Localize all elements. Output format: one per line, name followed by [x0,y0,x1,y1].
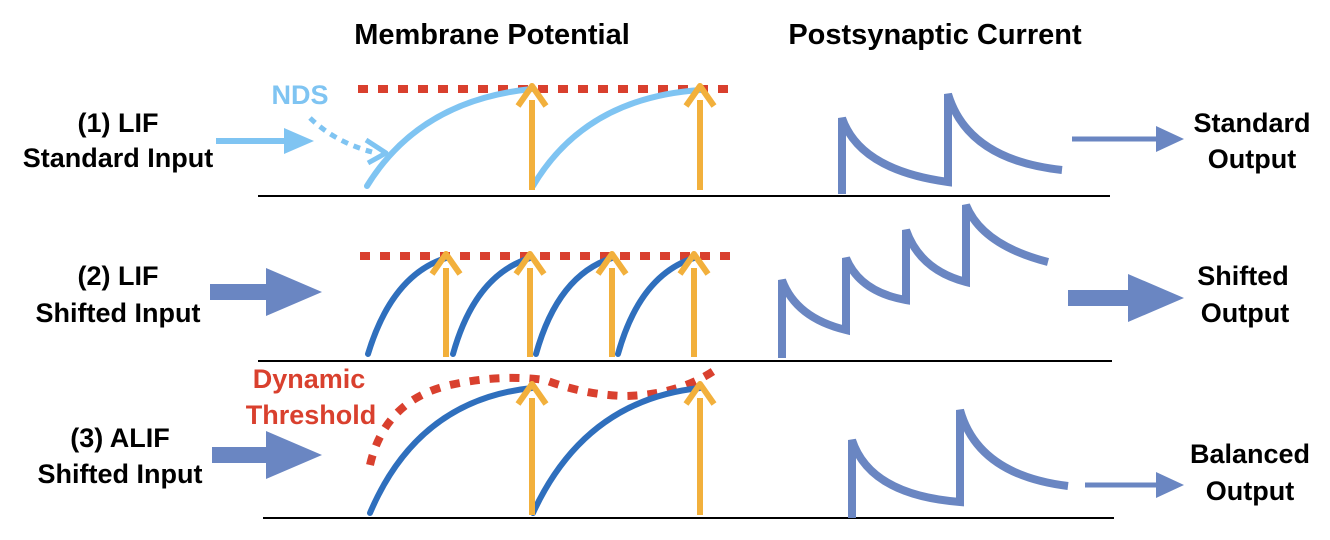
row2-spike-3-head [595,251,629,276]
row1-output-line2: Output [1208,144,1296,174]
row3-output-line2: Output [1206,476,1294,506]
row3-spike-2-head [683,381,717,406]
row3-label-line1: (3) ALIF [70,423,169,453]
row1-label-line1: (1) LIF [78,108,159,138]
row2-membrane-curve-1 [365,255,449,357]
row1-psc-trace [838,92,1063,194]
row3-spike-1-head [515,381,549,406]
dynamic-threshold-label-line1: Dynamic [253,364,366,394]
row3-output-arrow-head [1156,472,1184,498]
row3-output-line1: Balanced [1190,439,1310,469]
row1-membrane-curve-2 [530,87,703,189]
row2-spike-1-head [429,251,463,276]
row2-psc-trace [778,203,1049,358]
nds-arrow-head [364,137,389,166]
row1-label-line2: Standard Input [23,143,214,173]
row1-output-line1: Standard [1193,108,1310,138]
row2-membrane-curve-4 [615,255,697,357]
row2-spike-2-head [513,251,547,276]
row3-psc-trace [848,408,1069,518]
row1-input-arrow-head [284,128,314,154]
row2-output-arrow-head [1128,274,1184,322]
nds-dotted-arrow [308,116,373,155]
row2-membrane-curve-2 [450,255,533,357]
row3-dynamic-threshold-curve [366,364,721,466]
row2-label-line2: Shifted Input [36,298,201,328]
row3-label-line2: Shifted Input [38,459,203,489]
row2-membrane-curve-3 [533,255,615,357]
row2-output-line2: Output [1201,298,1289,328]
row3-membrane-curve-2 [530,385,703,516]
row2-spike-4-head [677,251,711,276]
nds-label: NDS [271,80,328,110]
row1-membrane-curve-1 [364,86,535,189]
row2-output-line1: Shifted [1197,261,1289,291]
dynamic-threshold-label-line2: Threshold [246,400,377,430]
row3-membrane-curve-1 [367,385,535,516]
row1-spike-2-head [683,83,717,108]
row3-input-arrow-head [266,431,322,479]
postsynaptic-current-header: Postsynaptic Current [788,19,1082,51]
row1-spike-1-head [515,83,549,108]
membrane-potential-header: Membrane Potential [354,19,630,51]
row2-label-line1: (2) LIF [78,261,159,291]
row1-output-arrow-head [1156,126,1184,152]
row2-input-arrow-head [266,268,322,316]
